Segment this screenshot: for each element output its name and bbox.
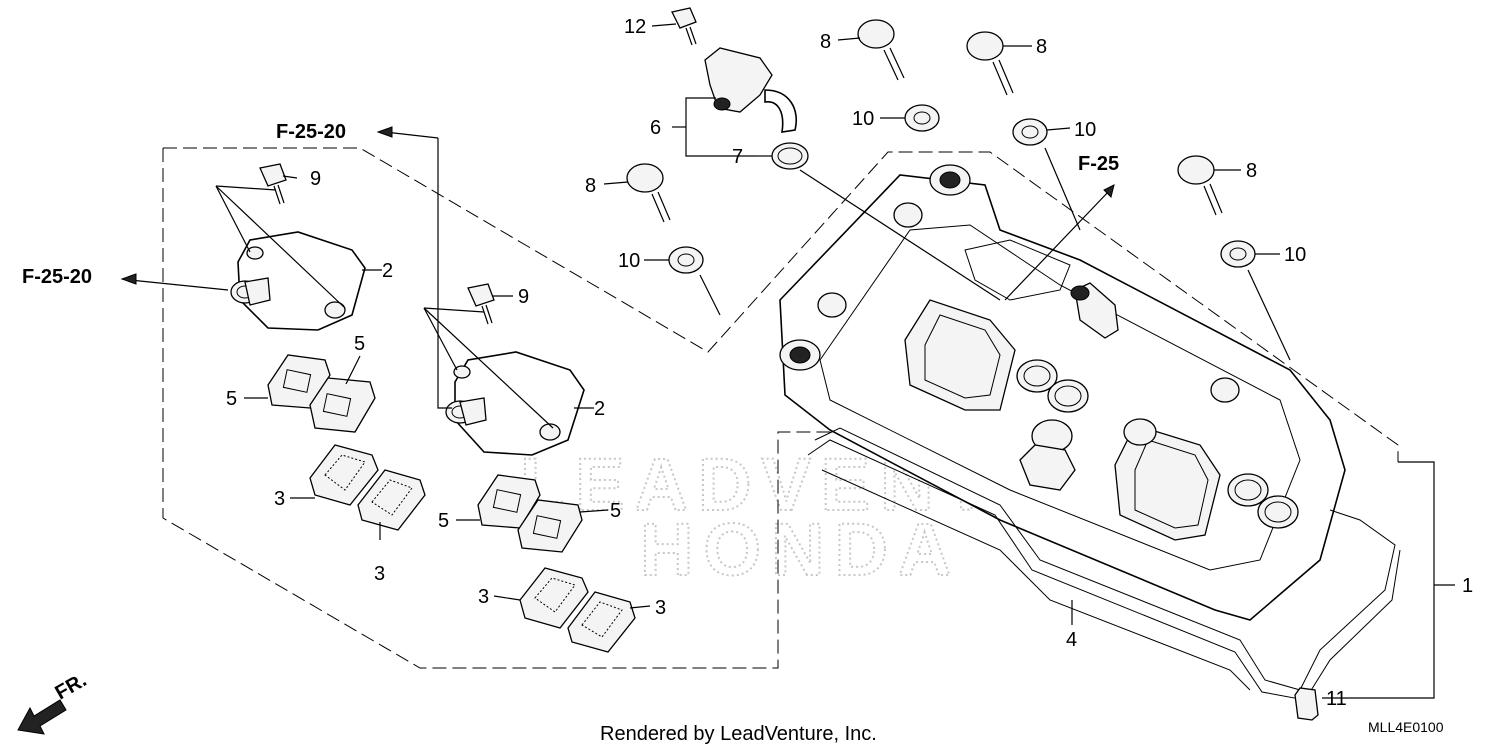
assembly-outline-left xyxy=(162,147,1399,669)
ref-label-left[interactable]: F-25-20 xyxy=(22,266,92,288)
washer-10-c[interactable] xyxy=(668,246,704,274)
callout-2-right: 2 xyxy=(594,398,605,420)
washer-10-a[interactable] xyxy=(904,104,940,132)
ref-label-right[interactable]: F-25 xyxy=(1078,153,1119,175)
ignition-coil-right[interactable] xyxy=(445,351,585,456)
callout-9-b: 9 xyxy=(518,286,529,308)
seal-set-right[interactable] xyxy=(477,474,583,553)
callout-3-a: 3 xyxy=(274,488,285,510)
diagram-code: MLL4E0100 xyxy=(1368,719,1444,735)
callout-8-a: 8 xyxy=(820,31,831,53)
front-direction-arrow: FR. xyxy=(17,669,91,735)
bolt-9-a[interactable] xyxy=(259,163,287,205)
callout-10-b: 10 xyxy=(1074,119,1096,141)
callout-3-b: 3 xyxy=(374,563,385,585)
callout-5-a: 5 xyxy=(226,388,237,410)
watermark-line2: HONDA xyxy=(640,508,961,591)
callout-1: 1 xyxy=(1462,575,1473,597)
callout-12: 12 xyxy=(624,16,646,38)
callout-3-c: 3 xyxy=(478,586,489,608)
callout-2-left: 2 xyxy=(382,260,393,282)
o-ring[interactable] xyxy=(771,142,809,170)
bolt-8-a[interactable] xyxy=(857,19,905,81)
seal-set-left[interactable] xyxy=(267,354,376,433)
callout-5-b: 5 xyxy=(354,333,365,355)
callout-9-a: 9 xyxy=(310,168,321,190)
cam-sensor[interactable] xyxy=(704,47,797,133)
head-cover-gasket[interactable] xyxy=(807,427,1401,701)
insulator-set-right[interactable] xyxy=(519,567,636,653)
washer-10-b[interactable] xyxy=(1012,118,1048,146)
callout-3-d: 3 xyxy=(655,597,666,619)
callout-10-d: 10 xyxy=(1284,244,1306,266)
bolt-8-d[interactable] xyxy=(1177,155,1223,216)
callout-11: 11 xyxy=(1326,688,1347,710)
bolt-9-b[interactable] xyxy=(467,283,495,325)
bolt-12[interactable] xyxy=(671,7,697,46)
bolt-8-c[interactable] xyxy=(626,163,671,223)
front-direction-label: FR. xyxy=(52,669,91,704)
footer-credit: Rendered by LeadVenture, Inc. xyxy=(600,723,877,745)
cap-nut[interactable] xyxy=(1294,687,1319,721)
ignition-coil-left[interactable] xyxy=(230,231,366,331)
callout-10-c: 10 xyxy=(618,250,640,272)
callout-5-c: 5 xyxy=(438,510,449,532)
callout-8-d: 8 xyxy=(1246,160,1257,182)
ref-label-top[interactable]: F-25-20 xyxy=(276,121,346,143)
callout-10-a: 10 xyxy=(852,108,874,130)
cylinder-head-cover[interactable] xyxy=(779,164,1346,621)
bolt-8-b[interactable] xyxy=(966,31,1014,96)
callout-7: 7 xyxy=(732,146,743,168)
callout-5-d: 5 xyxy=(610,500,621,522)
callout-6: 6 xyxy=(650,117,661,139)
callout-4: 4 xyxy=(1066,629,1077,651)
callout-8-c: 8 xyxy=(585,175,596,197)
callout-8-b: 8 xyxy=(1036,36,1047,58)
leader-lines xyxy=(120,23,1455,699)
insulator-set-left[interactable] xyxy=(309,444,426,531)
washer-10-d[interactable] xyxy=(1220,240,1256,268)
callout-labels: 1 2 2 3 3 3 3 4 5 5 5 5 6 7 8 8 8 8 9 9 … xyxy=(226,16,1473,710)
